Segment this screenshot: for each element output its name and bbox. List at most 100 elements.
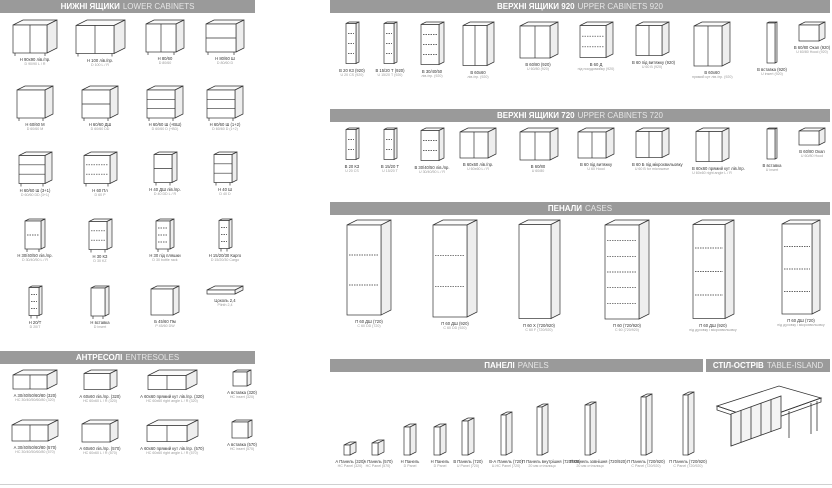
- panel_items-item: П Панель внутрішня (720/920)20 мм стільн…: [522, 402, 581, 469]
- panel_items-cabinet-icon: [682, 391, 694, 456]
- entresole_items-cabinet-icon: [232, 369, 252, 387]
- item-name: В 30/40/50: [421, 68, 443, 74]
- lower_items-item: Н 60/60 Ш (3+1)D 60/60 DD (3+1): [5, 150, 65, 197]
- item-subtitle: C Panel (720/920): [631, 464, 661, 468]
- upper720_items-item: В 30/40/50 лів./пр.U 30/40/50 L / R: [412, 126, 452, 174]
- entresole_items-item: А 60х60 прямий кут лів./пр. (570)HC 60x6…: [140, 418, 204, 455]
- case_items-cabinet-icon: [518, 219, 560, 320]
- item-subtitle: U Panel (720): [456, 464, 480, 468]
- item-subtitle: U insert: [765, 168, 779, 172]
- item-name: Цоколь 2,4: [214, 298, 236, 303]
- lower_items-item: Н 30/40/50 лів./пр.D 30/40/50 L / R: [5, 217, 65, 263]
- item-name: Н Панель: [430, 459, 450, 464]
- item-name: Н 60/60 Ш (3+1): [19, 187, 51, 193]
- entresole_items-cabinet-icon: [147, 369, 197, 391]
- entresole_items-cabinet-icon: [11, 419, 59, 442]
- entresole_items-item: А 60х60 лів./пр. (320)HC 60x60 L / R (32…: [68, 368, 132, 403]
- item-name: В 60/80 (920): [525, 62, 551, 67]
- lower_items-cabinet-icon: [18, 151, 52, 187]
- item-subtitle: D 20/T: [29, 324, 41, 329]
- item-name: В 60х60 прямий кут лів./пр.: [692, 165, 745, 171]
- item-name: Н 100 лів./пр.: [86, 57, 114, 63]
- item-name: Н 60 Пл: [92, 187, 108, 193]
- upper920_items-cabinet-icon: [519, 21, 559, 59]
- item-name: А 60х60 лів./пр. (320): [79, 393, 121, 399]
- lower_items-cabinet-icon: [24, 218, 46, 252]
- upper720_items-item: В 60х60 прямий кут лів./пр.U 60x60 right…: [692, 126, 745, 175]
- lower_items-cabinet-icon: [12, 19, 58, 56]
- item-subtitle: U 60/80 Hood (920): [796, 50, 828, 54]
- lower_items-cabinet-icon: [145, 19, 185, 55]
- item-subtitle: D 30 KZ: [93, 258, 107, 263]
- item-subtitle: HC 60x60 right angle L / R (320): [146, 398, 198, 403]
- item-name: П Панель внутрішня (720/920): [522, 459, 581, 464]
- lower_items-cabinet-icon: [155, 218, 175, 252]
- item-subtitle: D 60/60 DD: [90, 127, 110, 131]
- item-name: В 20 КЗ: [344, 163, 360, 169]
- item-name: П 60 ДШ (720): [355, 319, 383, 324]
- item-subtitle: Plinth 2,4: [217, 303, 233, 307]
- item-subtitle: під духовку і мікрохвильовку: [689, 327, 737, 332]
- upper720_items-cabinet-icon: [383, 127, 397, 161]
- item-name: В 60х60 лів./пр.: [462, 162, 494, 167]
- item-name: Н 30 під пляшки: [149, 253, 181, 258]
- item-name: В 15/20 Т: [380, 163, 400, 169]
- lower_items-item: Н 60/60 Ш (1+2)D 60/60 D (1+2): [195, 84, 255, 132]
- upper720_items-cabinet-icon: [420, 127, 444, 162]
- lower_items-cabinet-icon: [206, 285, 244, 295]
- item-name: В 60 під витяжку (920): [632, 59, 676, 65]
- lower_items-cabinet-icon: [81, 85, 119, 121]
- item-subtitle: D 60/60 M: [26, 127, 44, 131]
- case_items-item: П 60 ДШ (920)під духовку і мікрохвильовк…: [682, 218, 744, 332]
- entresole_items-item: А вставка (320)HC insert (320): [210, 368, 274, 400]
- panel_items-item: В Панель (720)U Panel (720): [448, 416, 488, 469]
- case_items-item: П 60 ДШ (920)C 60 DD (920): [424, 218, 486, 331]
- item-name: Н 80/60: [157, 56, 173, 61]
- item-name: А 30/40/50/60/80 (320): [13, 393, 57, 398]
- upper920_items-cabinet-icon: [766, 21, 778, 64]
- panel_items-cabinet-icon: [433, 423, 447, 456]
- item-name: Н 30/40/50 лів./пр.: [17, 253, 53, 258]
- panel_items-cabinet-icon: [371, 439, 385, 456]
- item-subtitle: D 40 DD L / R: [153, 191, 177, 196]
- item-subtitle: U-HC Panel (720): [491, 464, 521, 468]
- item-name: А вставка (570): [227, 442, 257, 447]
- item-subtitle: U 60x60 right angle L / R: [692, 170, 732, 175]
- item-subtitle: C 60 F (720/920): [525, 327, 553, 332]
- item-subtitle: U 60/80 (920): [527, 67, 549, 71]
- item-name: В 60/80 Окап: [799, 149, 825, 154]
- item-name: Н 60/60 Ш (+ВШ): [148, 122, 182, 127]
- case_items-item: П 60 Х (720/920)C 60 F (720/920): [508, 218, 570, 332]
- item-subtitle: C 60 (720/920): [615, 328, 639, 332]
- item-subtitle: HC Panel (320): [337, 464, 363, 468]
- panel_items-item: П Панель зовнішня (720/920)20 мм стільни…: [570, 400, 627, 469]
- item-subtitle: U 60 B for microwave: [634, 166, 670, 171]
- case_items-item: П 60 ДШ (720)під духовку і мікрохвильовк…: [770, 218, 832, 328]
- item-subtitle: D 30/40/50 L / R: [21, 258, 49, 262]
- panel_items-item: П Панель (720/920)C Panel (720/920): [626, 392, 666, 469]
- upper920_items-item: В 15/20 Т (920)U 15/20 T (920): [370, 20, 410, 77]
- item-subtitle: HC insert (570): [229, 447, 255, 451]
- item-name: В 60 під витяжку: [579, 162, 613, 167]
- upper920_items-item: В 60 під витяжку (920)U 60 B (920): [632, 20, 676, 69]
- entresole_items-cabinet-icon: [12, 369, 58, 390]
- case_items-item: П 60 (720/920)C 60 (720/920): [596, 218, 658, 333]
- bottom-divider: [0, 484, 832, 485]
- item-name: В 60 Д: [589, 61, 603, 67]
- item-subtitle: D 60/60 DD (3+1): [20, 192, 50, 197]
- item-name: В 15/20 Т (920): [375, 67, 405, 73]
- entresole_items-cabinet-icon: [231, 419, 253, 439]
- item-name: В вставка (920): [757, 67, 787, 72]
- case_items-cabinet-icon: [692, 219, 734, 320]
